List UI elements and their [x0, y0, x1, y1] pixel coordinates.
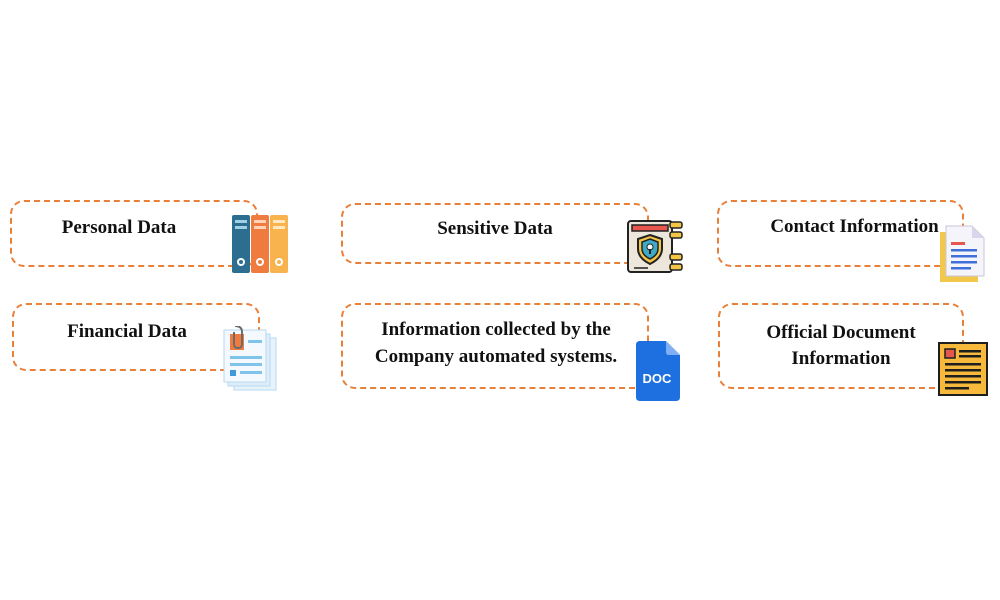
card-label: Contact Information — [770, 216, 939, 237]
card-label: Financial Data — [67, 321, 187, 342]
card-label: Personal Data — [61, 217, 177, 238]
card-sensitive-data: Sensitive Data — [341, 203, 649, 264]
document-icon — [936, 224, 986, 284]
doc-icon-text: DOC — [643, 371, 673, 386]
card-personal-data: Personal Data — [10, 200, 258, 267]
binders-icon — [230, 212, 290, 274]
card-label: Sensitive Data — [437, 218, 553, 239]
card-label-line-1: Information collected by the — [381, 319, 611, 340]
card-financial-data: Financial Data — [12, 303, 260, 371]
card-label-line-1: Official Document — [766, 322, 916, 343]
card-label-line-2: Company automated systems. — [374, 346, 618, 367]
card-contact-information: Contact Information — [717, 200, 964, 267]
official-document-icon — [937, 341, 989, 397]
card-automated-systems-information: Information collected by the Company aut… — [341, 303, 649, 389]
card-label-line-2: Information — [791, 348, 891, 369]
clipped-documents-icon — [222, 326, 278, 392]
card-official-document-information: Official Document Information — [718, 303, 964, 389]
doc-file-icon: DOC — [636, 341, 680, 401]
security-document-icon — [626, 218, 684, 274]
